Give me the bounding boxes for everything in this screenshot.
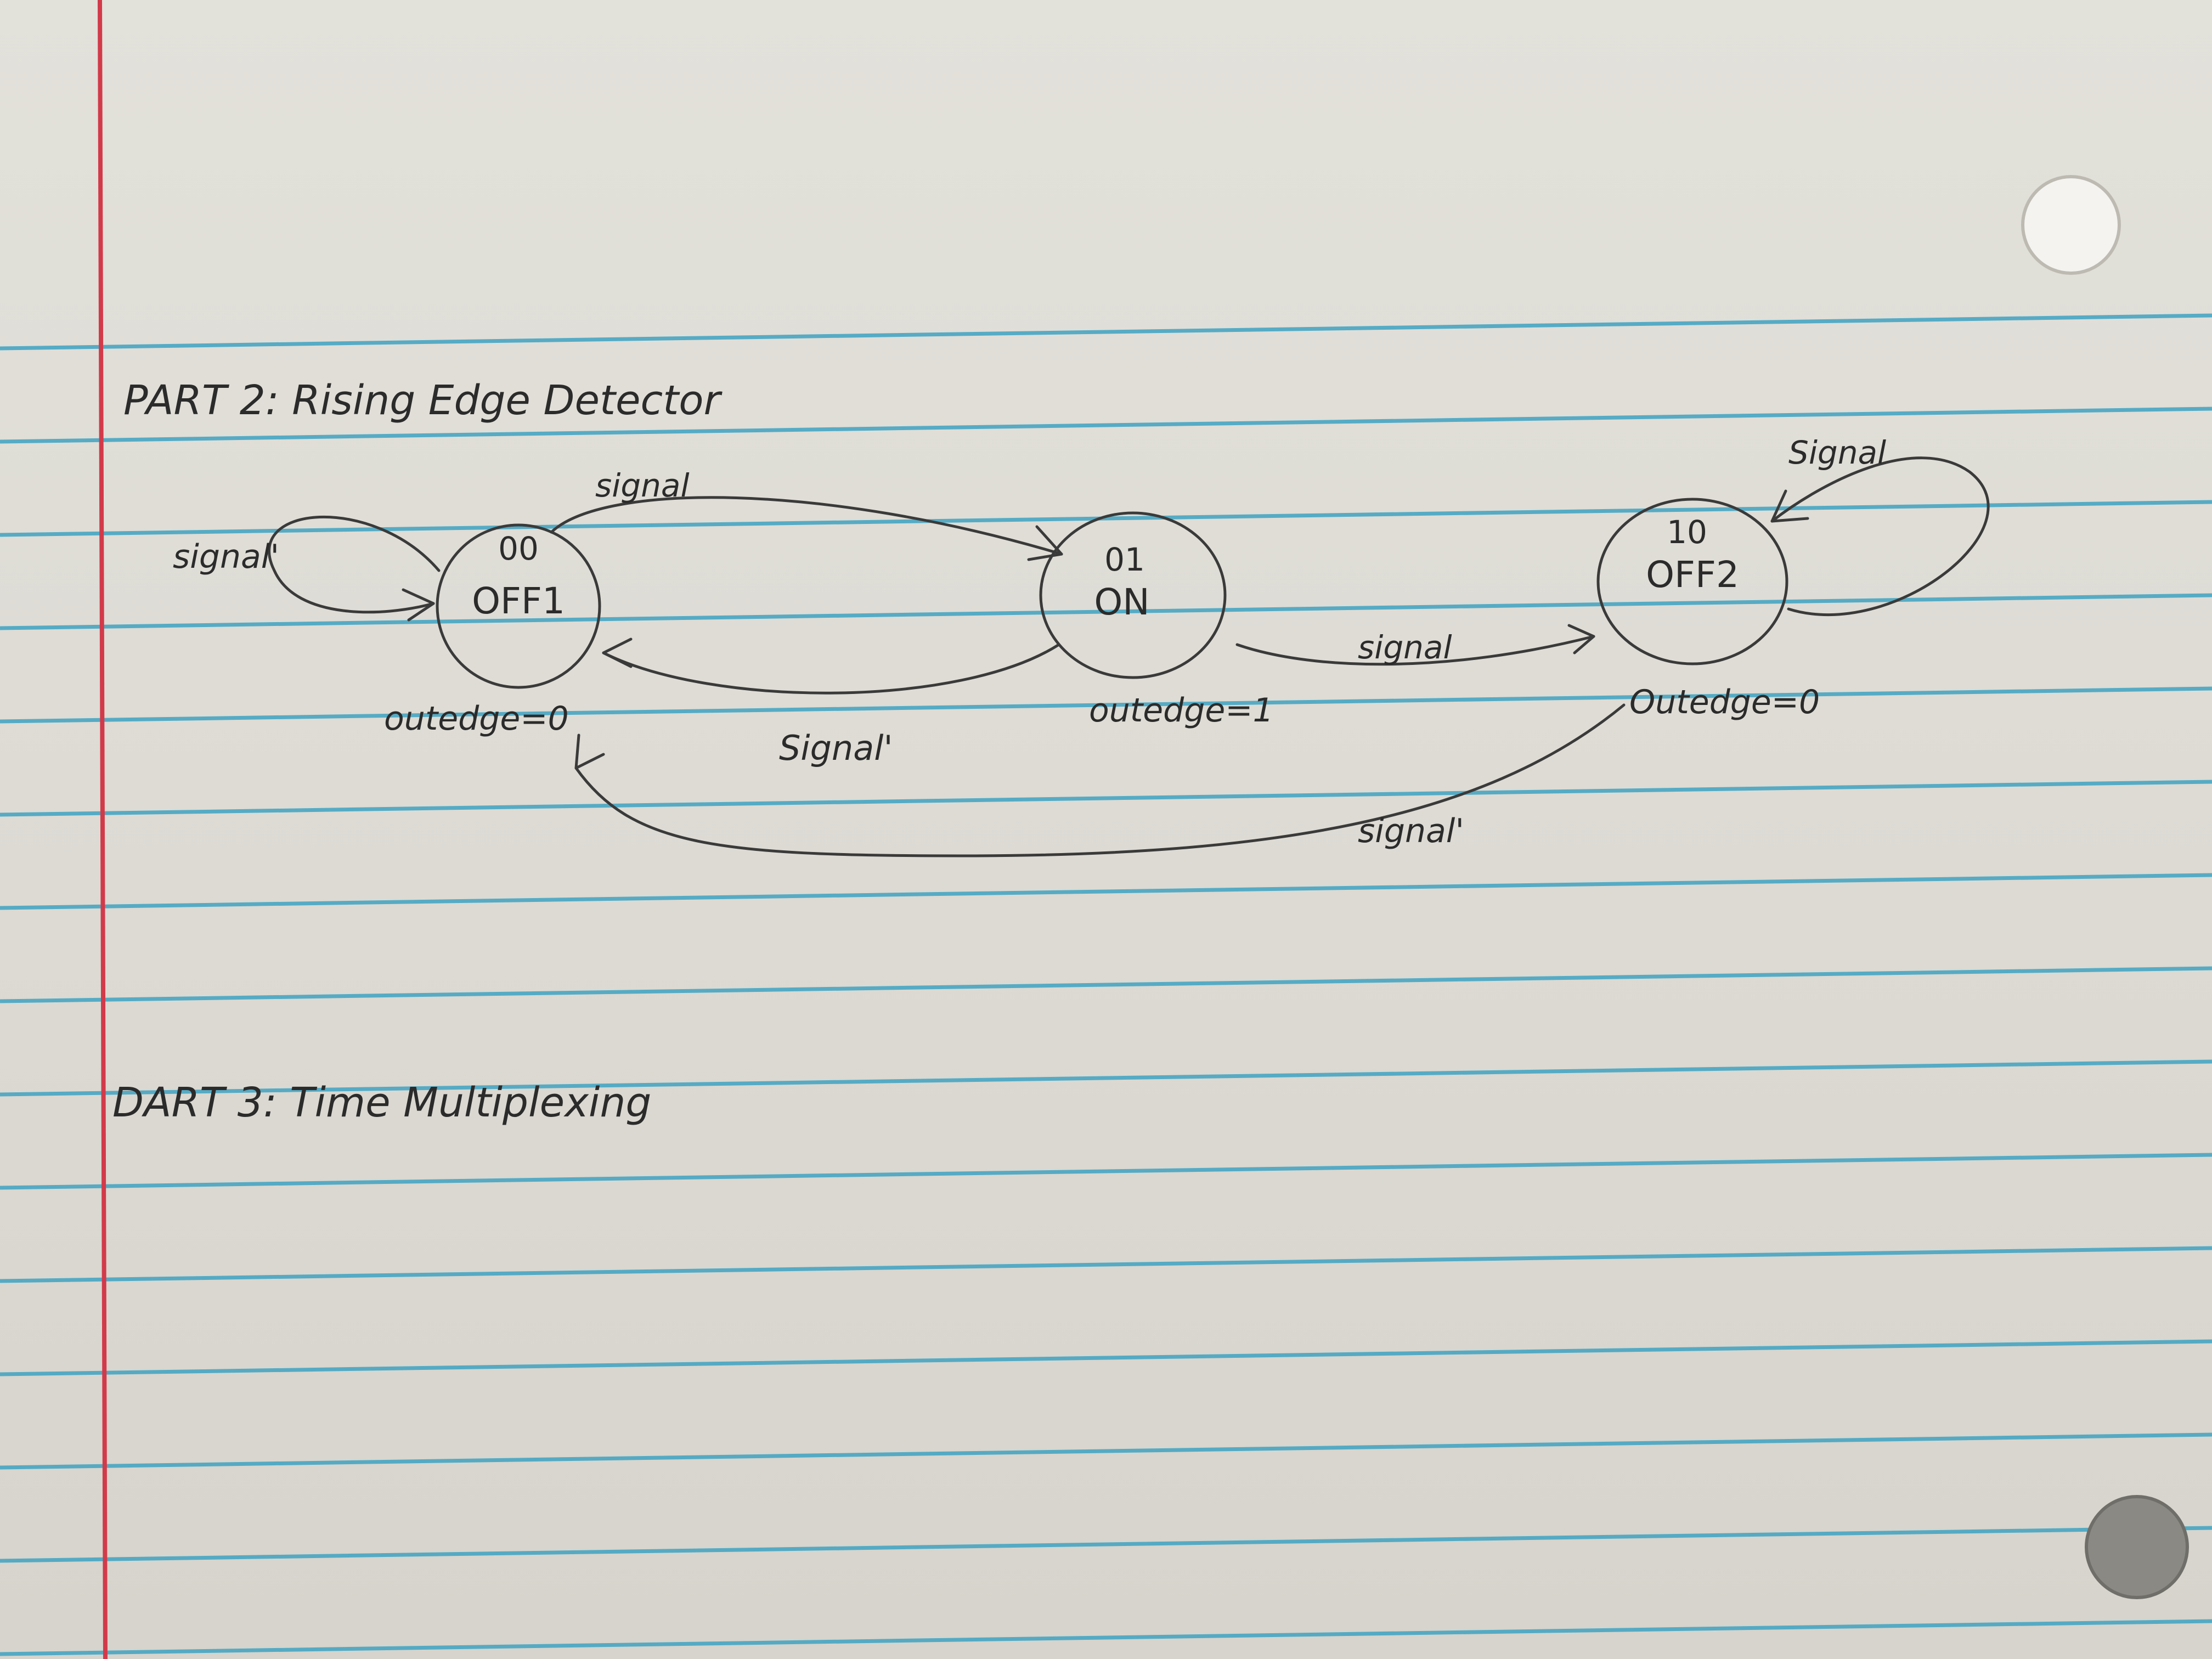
part2-heading: PART 2: Rising Edge Detector <box>123 377 723 424</box>
state-on: 01 ON outedge=1 <box>1039 511 1274 730</box>
rule-line <box>0 1059 2212 1097</box>
edge-off2-self <box>1770 456 1990 617</box>
edge-off2-self-label: Signal <box>1788 434 1886 471</box>
edge-off1-self-label: signal' <box>173 538 279 576</box>
state-off1-circle <box>436 523 601 689</box>
edge-off2-to-off1-arrowhead <box>574 733 605 770</box>
edge-on-to-off1-label: Signal' <box>779 728 893 768</box>
state-off2-code: 10 <box>1667 514 1707 551</box>
state-off1-code: 00 <box>498 530 539 567</box>
rule-line <box>0 407 2212 444</box>
edge-on-to-off2-label: signal <box>1358 629 1452 666</box>
rule-line <box>0 500 2212 537</box>
edge-off2-to-off1 <box>574 703 1626 857</box>
rule-line <box>0 1246 2212 1283</box>
state-off2-name: OFF2 <box>1646 554 1739 596</box>
ruled-lines <box>0 313 2212 1656</box>
state-on-name: ON <box>1094 581 1149 623</box>
state-off2-circle <box>1596 498 1788 665</box>
binder-hole-bottom <box>2085 1495 2189 1599</box>
rule-line <box>0 966 2212 1003</box>
edge-on-to-off1 <box>602 643 1060 695</box>
rule-line <box>0 780 2212 817</box>
rule-line <box>0 1339 2212 1376</box>
rule-line <box>0 686 2212 724</box>
state-on-circle <box>1039 511 1227 679</box>
rule-line <box>0 873 2212 910</box>
edge-off1-self <box>268 516 441 614</box>
edge-on-to-off2 <box>1235 635 1595 666</box>
state-on-output: outedge=1 <box>1089 691 1274 730</box>
state-off1-output: outedge=0 <box>384 699 569 738</box>
edge-off2-self-arrowhead <box>1770 489 1809 523</box>
state-off1-name: OFF1 <box>472 580 565 622</box>
rule-line <box>0 313 2212 351</box>
rule-line <box>0 1153 2212 1190</box>
rule-line <box>0 593 2212 630</box>
state-on-code: 01 <box>1104 541 1145 578</box>
edge-off1-to-on-arrowhead <box>1027 525 1063 561</box>
edge-off1-to-on-label: signal <box>595 467 690 504</box>
margin-line <box>98 0 108 1659</box>
edge-off2-to-off1-label: signal' <box>1358 812 1464 850</box>
edge-off1-to-on <box>550 496 1063 556</box>
state-off2-output: Outedge=0 <box>1629 683 1820 721</box>
state-off1: 00 OFF1 outedge=0 <box>384 523 601 738</box>
edge-on-to-off1-arrowhead <box>602 637 633 668</box>
part3-heading: DART 3: Time Multiplexing <box>112 1079 651 1126</box>
binder-hole-top <box>2021 175 2121 275</box>
edge-off1-self-arrowhead <box>402 588 435 622</box>
rule-line <box>0 1526 2212 1563</box>
rule-line <box>0 1619 2212 1656</box>
edge-on-to-off2-arrowhead <box>1567 624 1595 654</box>
state-off2: 10 OFF2 Outedge=0 <box>1596 498 1820 721</box>
rule-line <box>0 1432 2212 1470</box>
